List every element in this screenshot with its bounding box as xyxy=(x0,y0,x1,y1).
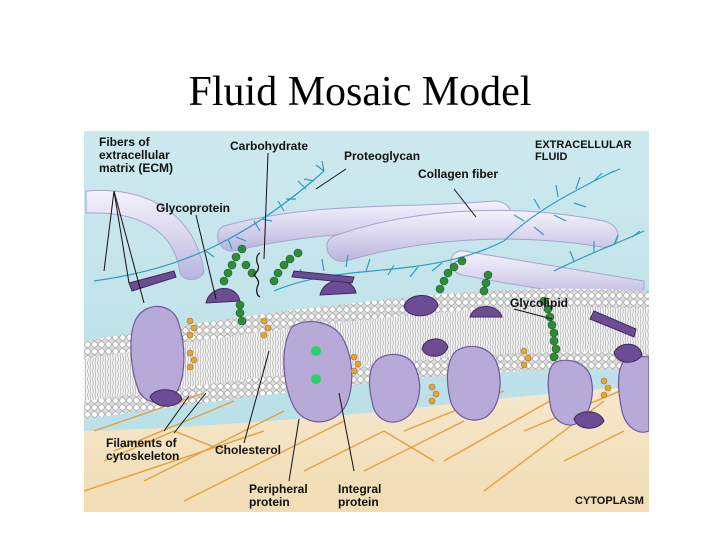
label-collagen-fiber: Collagen fiber xyxy=(418,167,499,181)
label-integral-protein: Integral protein xyxy=(338,482,382,510)
label-glycolipid: Glycolipid xyxy=(510,296,569,310)
label-glycoprotein: Glycoprotein xyxy=(156,201,231,215)
label-fibers-ecm: Fibers of extracellular matrix (ECM) xyxy=(99,135,174,176)
carbohydrate-chains xyxy=(219,244,561,362)
label-filaments-cytoskeleton: Filaments of cytoskeleton xyxy=(106,436,180,464)
label-proteoglycan: Proteoglycan xyxy=(344,149,421,163)
label-carbohydrate: Carbohydrate xyxy=(230,139,309,153)
integral-proteins xyxy=(130,305,649,433)
phospholipid-bilayer xyxy=(84,288,649,419)
membrane-diagram: Fibers of extracellular matrix (ECM) Car… xyxy=(84,131,649,512)
membrane-illustration xyxy=(84,131,649,512)
protein-pore-markers xyxy=(311,346,321,384)
leader-lines xyxy=(103,152,553,482)
proteoglycan-fibers xyxy=(93,160,645,292)
cholesterol-molecules xyxy=(186,317,612,405)
collagen-fibers xyxy=(85,189,645,304)
cytoskeleton-filaments xyxy=(84,380,645,502)
peripheral-proteins xyxy=(128,270,643,429)
label-extracellular-fluid: EXTRACELLULAR FLUID xyxy=(535,139,632,164)
carbohydrate-bracket xyxy=(253,252,261,298)
slide-title: Fluid Mosaic Model xyxy=(188,69,532,115)
label-peripheral-protein: Peripheral protein xyxy=(249,482,308,510)
label-cholesterol: Cholesterol xyxy=(215,443,282,457)
label-cytoplasm: CYTOPLASM xyxy=(575,495,644,507)
